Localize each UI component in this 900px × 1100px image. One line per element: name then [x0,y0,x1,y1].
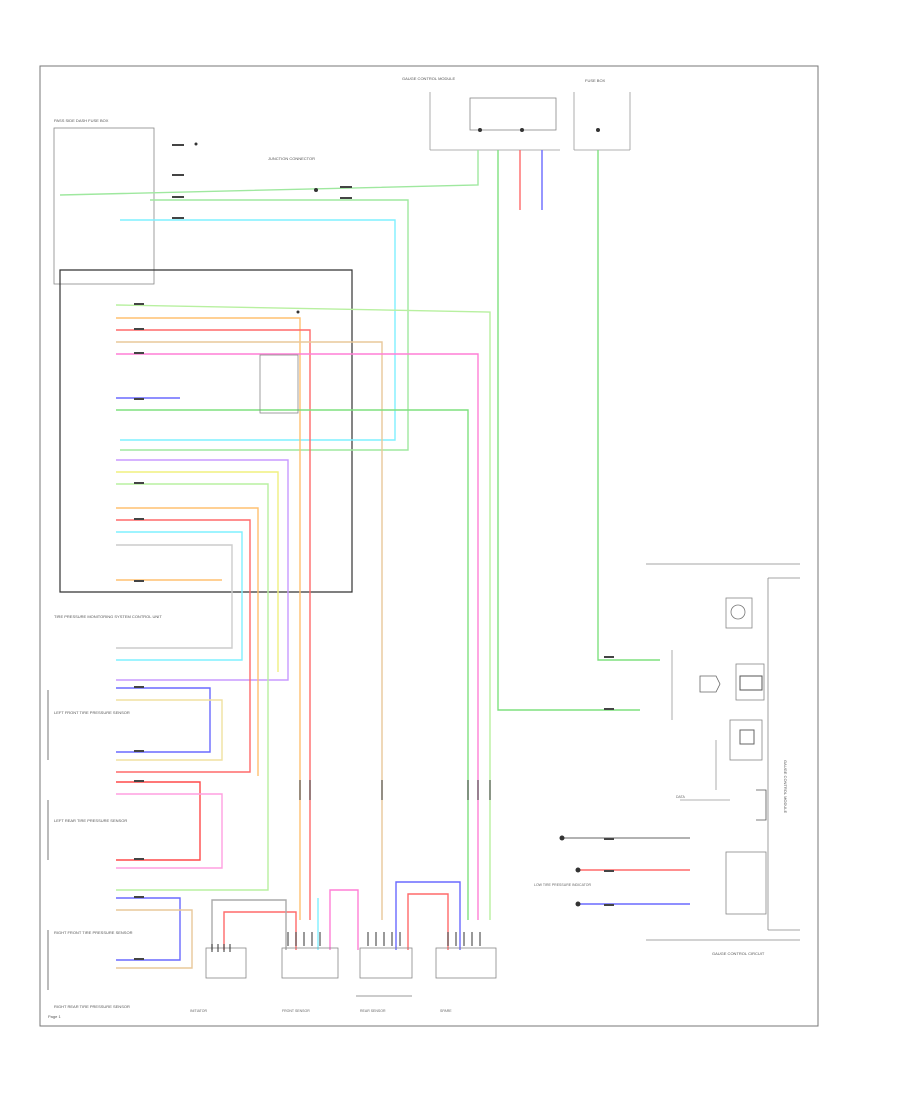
tpms-control-unit-block: TIRE PRESSURE MONITORING SYSTEM CONTROL … [54,269,353,619]
wire-tan-a [116,341,383,920]
wire-orange-a [116,317,301,920]
wire-green-a [116,409,469,920]
sensor-lr-label: LEFT REAR TIRE PRESSURE SENSOR [54,818,127,823]
wire-green-1 [59,150,479,196]
wire-orange-b [116,507,259,776]
pass-fuse-label: PASS SIDE DASH FUSE BOX [54,118,109,123]
wire-lg-a [115,304,491,920]
bottom-label-3: REAR SENSOR [360,1009,386,1013]
wire-cyan-1 [120,219,396,441]
misc-marks [194,128,600,314]
junction-connector: JUNCTION CONNECTOR [259,156,318,414]
junction-label: JUNCTION CONNECTOR [268,156,315,161]
wire-red-a [116,329,311,920]
bottom-label-1: INITIATOR [190,1009,207,1013]
diagram-frame [39,65,819,1027]
wire-red-b [116,519,251,773]
wire-pink-lr [116,793,223,869]
wire-pink-bot [329,889,359,950]
wire-tags [134,144,614,960]
bottom-connectors: INITIATOR FRONT SENSOR REAR SENSOR SPARE [190,947,497,1013]
gauge-module-label: GAUGE CONTROL MODULE [402,76,456,81]
wire-red-bot2 [223,911,297,950]
wire-gray-b [116,544,233,649]
wire-green-2 [120,199,409,451]
sensor-lf-label: LEFT FRONT TIRE PRESSURE SENSOR [54,710,130,715]
wire-tan-rf [116,909,193,969]
wire-blue-rf [116,897,181,961]
wire-yellow-lf [116,699,223,761]
bottom-label-4: SPARE [440,1009,452,1013]
wire-red-bot [407,893,449,950]
wire-blue-lf [116,687,211,753]
right-indicator-label: LOW TIRE PRESSURE INDICATOR [534,883,591,887]
wires [59,150,690,969]
bottom-label-2: FRONT SENSOR [282,1009,310,1013]
wire-green-3 [497,150,640,711]
page-label: Page 1 [48,1014,61,1019]
right-bottom-caption: GAUGE CONTROL CIRCUIT [712,951,765,956]
right-module-label: GAUGE CONTROL MODULE [783,760,788,814]
wire-yellow-b [116,471,279,672]
wire-cyan-b [116,531,243,661]
wire-pink-a [116,353,479,920]
pass-side-dash-fuse-box: PASS SIDE DASH FUSE BOX [53,118,155,285]
tpms-unit-label: TIRE PRESSURE MONITORING SYSTEM CONTROL … [54,614,162,619]
wire-purple-b [116,459,289,681]
wire-green-4 [597,150,660,661]
wire-blue-bot [395,881,461,950]
right-data-label: DATA [676,795,685,799]
gauge-control-module-top: GAUGE CONTROL MODULE [402,76,560,151]
fuse-box-label: FUSE BOX [585,78,606,83]
fuse-box-top-right: FUSE BOX [573,78,631,151]
right-gauge-module: GAUGE CONTROL MODULE GAUGE CONTROL CIRCU… [534,563,800,956]
bottom-pins [211,780,491,952]
sensor-rf-label: RIGHT FRONT TIRE PRESSURE SENSOR [54,930,133,935]
wire-red-lr [116,781,201,861]
wire-gray-bot [211,899,287,950]
wire-lg-b [116,483,269,891]
sensor-rr-label: RIGHT REAR TIRE PRESSURE SENSOR [54,1004,130,1009]
